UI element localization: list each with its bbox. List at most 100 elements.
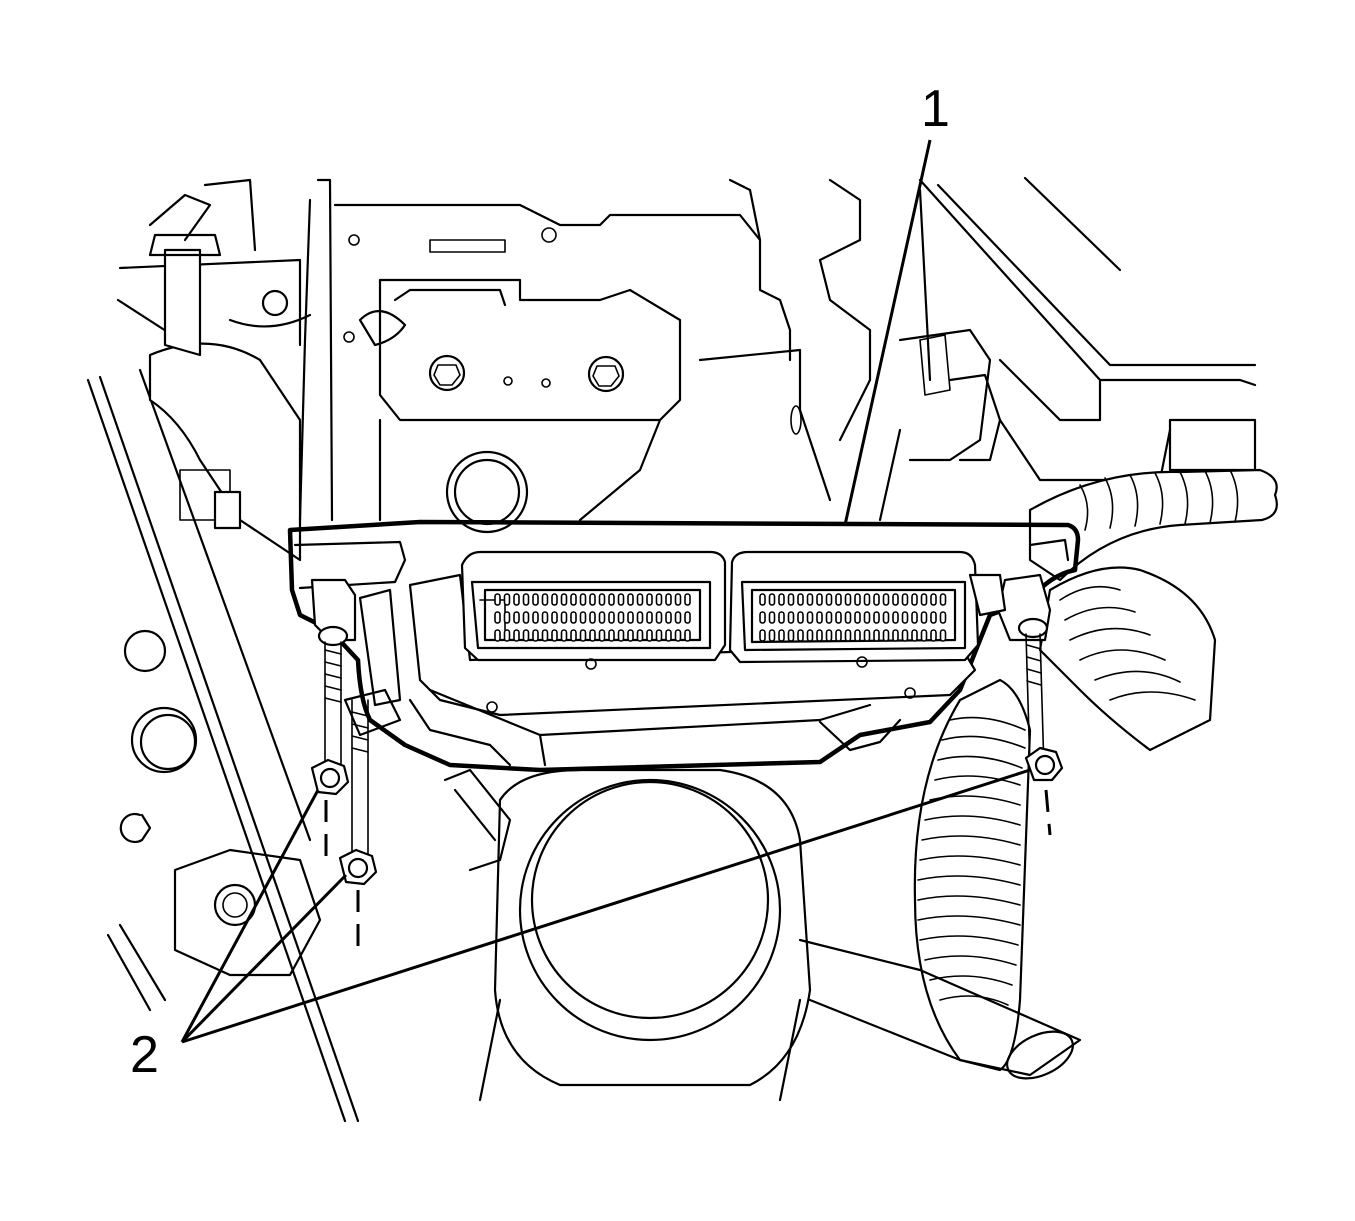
- connector-pin: [806, 593, 814, 606]
- connector-pin: [551, 629, 558, 642]
- connector-pin: [939, 593, 947, 606]
- connector-pin: [560, 629, 568, 642]
- connector-pin: [768, 629, 776, 642]
- connector-pin: [522, 611, 530, 624]
- connector-pin: [646, 593, 653, 606]
- connector-pin: [522, 629, 530, 642]
- air-intake-duct: [443, 768, 1082, 1102]
- engine-mount-bracket: [298, 178, 832, 534]
- connector-pin: [778, 629, 785, 642]
- connector-pin: [522, 593, 530, 606]
- connector-pin: [797, 611, 804, 624]
- connector-pin: [598, 611, 606, 624]
- connector-pin: [759, 593, 766, 606]
- install-dash-lines: [324, 789, 1052, 950]
- connector-pin: [759, 611, 766, 624]
- connector-pin: [560, 611, 568, 624]
- connector-pin: [579, 629, 587, 642]
- connector-pin: [930, 611, 937, 624]
- connector-pin: [920, 611, 928, 624]
- connector-pin: [665, 593, 672, 606]
- connector-pin: [570, 593, 577, 606]
- connector-pin: [608, 611, 615, 624]
- connector-pin: [892, 629, 899, 642]
- connector-pin: [579, 611, 587, 624]
- left-frame-rail: [86, 258, 360, 1123]
- connector-pin: [901, 593, 909, 606]
- connector-pin: [494, 593, 501, 606]
- connector-pin: [892, 611, 899, 624]
- connector-pin: [825, 593, 833, 606]
- connector-pin: [617, 593, 625, 606]
- connector-pin: [513, 629, 520, 642]
- connector-pin: [787, 593, 795, 606]
- connector-pin: [617, 611, 625, 624]
- connector-pin: [579, 593, 587, 606]
- connector-pin: [882, 593, 890, 606]
- connector-pin: [797, 629, 804, 642]
- ecm-connector-right-pins: [759, 593, 947, 642]
- connector-pin: [854, 593, 861, 606]
- connector-pin: [882, 629, 890, 642]
- connector-pin: [863, 611, 871, 624]
- connector-pin: [570, 611, 577, 624]
- connector-pin: [655, 611, 663, 624]
- connector-pin: [608, 593, 615, 606]
- connector-pin: [816, 593, 823, 606]
- connector-pin: [816, 629, 823, 642]
- connector-pin: [863, 629, 871, 642]
- connector-pin: [551, 593, 558, 606]
- connector-pin: [646, 629, 653, 642]
- connector-pin: [835, 611, 842, 624]
- connector-pin: [598, 629, 606, 642]
- connector-pin: [627, 629, 634, 642]
- wiring-harness-conduit: [913, 468, 1278, 1072]
- connector-pin: [939, 629, 947, 642]
- connector-pin: [882, 611, 890, 624]
- connector-pin: [825, 629, 833, 642]
- connector-pin: [844, 629, 852, 642]
- connector-pin: [589, 629, 596, 642]
- upper-left-hose: [148, 178, 312, 357]
- connector-pin: [797, 593, 804, 606]
- connector-pin: [892, 593, 899, 606]
- connector-pin: [768, 611, 776, 624]
- connector-pin: [541, 593, 549, 606]
- connector-pin: [532, 611, 539, 624]
- connector-pin: [655, 629, 663, 642]
- connector-pin: [835, 593, 842, 606]
- connector-pin: [806, 611, 814, 624]
- connector-pin: [503, 611, 511, 624]
- connector-pin: [863, 593, 871, 606]
- connector-pin: [674, 593, 682, 606]
- connector-pin: [920, 629, 928, 642]
- connector-pin: [503, 629, 511, 642]
- connector-pin: [636, 629, 644, 642]
- connector-pin: [873, 611, 880, 624]
- connector-pin: [684, 629, 691, 642]
- connector-pin: [551, 611, 558, 624]
- connector-pin: [665, 611, 672, 624]
- connector-pin: [835, 629, 842, 642]
- mounting-studs: [317, 617, 1049, 861]
- connector-pin: [684, 593, 691, 606]
- nut-right: [1024, 746, 1064, 782]
- connector-pin: [911, 611, 918, 624]
- connector-pin: [570, 629, 577, 642]
- connector-pin: [787, 611, 795, 624]
- lower-left-bracket: [173, 848, 322, 977]
- nut-left-upper: [310, 758, 350, 796]
- connector-pin: [778, 611, 785, 624]
- connector-pin: [674, 629, 682, 642]
- connector-pin: [930, 593, 937, 606]
- connector-pin: [627, 593, 634, 606]
- connector-pin: [665, 629, 672, 642]
- connector-pin: [617, 629, 625, 642]
- connector-pin: [816, 611, 823, 624]
- left-frame-plugs: [119, 629, 198, 844]
- connector-pin: [901, 611, 909, 624]
- callout-label-1: 1: [921, 80, 950, 138]
- connector-pin: [532, 629, 539, 642]
- connector-pin: [532, 593, 539, 606]
- connector-pin: [589, 593, 596, 606]
